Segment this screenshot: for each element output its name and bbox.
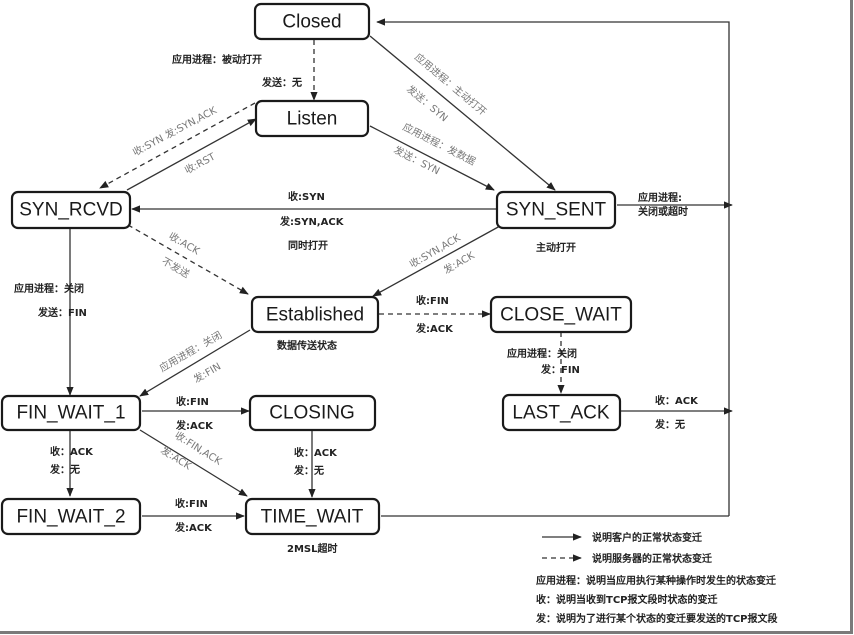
state-syn-sent-label: SYN_SENT [506,200,607,221]
label-closewait-lastack-app: 应用进程：关闭 [507,347,577,360]
label-synrcvd-established-recv: 收:ACK [167,229,203,257]
label-closed-synsent-send: 发送：SYN [404,82,451,124]
label-closing-timewait-recv: 收：ACK [294,446,338,459]
state-syn-rcvd: SYN_RCVD [10,190,132,230]
label-synsent-synrcvd-send: 发:SYN,ACK [279,215,345,228]
label-finwait1-closing-send: 发:ACK [175,419,214,432]
label-established-closewait-send: 发:ACK [415,322,454,335]
label-lastack-closed-recv: 收：ACK [655,394,699,407]
state-listen: Listen [254,99,370,138]
label-finwait2-timewait-recv: 收:FIN [175,497,208,510]
legend-app-text: 应用进程：说明当应用执行某种操作时发生的状态变迁 [536,574,776,587]
state-syn-sent: SYN_SENT [495,190,617,230]
state-syn-rcvd-label: SYN_RCVD [19,200,122,221]
state-fin-wait-1: FIN_WAIT_1 [0,394,142,432]
label-finwait1-finwait2-send: 发：无 [49,463,80,476]
label-established-finwait1-send: 发:FIN [191,360,223,386]
state-closed-label: Closed [282,12,341,33]
state-close-wait-label: CLOSE_WAIT [500,305,622,326]
legend-solid-text: 说明客户的正常状态变迁 [592,531,702,544]
edge-listen-synrcvd [99,102,256,189]
edge-synsent-established [372,225,501,297]
edge-listen-synsent [369,125,495,191]
label-synsent-closed-app: 应用进程: [638,191,682,204]
edge-return-bus [376,18,730,516]
edge-synrcvd-established [127,224,249,295]
label-synsent-synrcvd-recv: 收:SYN [288,190,325,203]
state-fin-wait-2-label: FIN_WAIT_2 [16,507,125,528]
label-synsent-closed-reason: 关闭或超时 [638,205,688,218]
state-listen-label: Listen [287,109,338,130]
label-established-closewait-recv: 收:FIN [416,294,449,307]
state-established-label: Established [266,305,364,326]
legend: 说明客户的正常状态变迁 说明服务器的正常状态变迁 应用进程：说明当应用执行某种操… [535,531,778,625]
label-finwait1-closing-recv: 收:FIN [176,395,209,408]
label-closewait-lastack-send: 发：FIN [540,363,580,376]
label-lastack-closed-send: 发：无 [654,418,685,431]
label-finwait1-finwait2-recv: 收：ACK [50,445,94,458]
label-closing-timewait-send: 发：无 [293,464,324,477]
label-simultaneous-open: 同时打开 [288,239,328,252]
legend-dashed-text: 说明服务器的正常状态变迁 [592,552,712,565]
state-last-ack: LAST_ACK [501,393,622,432]
state-closing-label: CLOSING [269,403,355,424]
edge-established-finwait1 [139,329,251,397]
legend-send-text: 发：说明为了进行某个状态的变迁要发送的TCP报文段 [535,612,778,625]
label-listen-synrcvd: 收:SYN 发:SYN,ACK [130,103,219,158]
state-time-wait-label: TIME_WAIT [261,507,364,528]
label-synrcvd-listen: 收:RST [182,149,218,176]
note-syn-sent: 主动打开 [536,241,576,254]
state-time-wait: TIME_WAIT [244,497,381,536]
state-fin-wait-1-label: FIN_WAIT_1 [16,403,125,424]
state-fin-wait-2: FIN_WAIT_2 [0,497,142,536]
state-closed: Closed [253,2,371,41]
label-closed-listen-app: 应用进程：被动打开 [172,53,262,66]
label-synrcvd-finwait1-app: 应用进程：关闭 [14,282,84,295]
state-established: Established [250,295,380,334]
label-synsent-established-send: 发:ACK [441,248,477,276]
state-closing: CLOSING [248,394,377,432]
legend-recv-text: 收：说明当收到TCP报文段时状态的变迁 [536,593,718,606]
label-finwait2-timewait-send: 发:ACK [174,521,213,534]
state-last-ack-label: LAST_ACK [512,403,609,424]
note-established: 数据传送状态 [277,339,337,352]
label-closed-listen-send: 发送：无 [261,76,302,89]
label-synrcvd-finwait1-send: 发送：FIN [37,306,87,319]
note-time-wait: 2MSL超时 [287,542,337,555]
edge-finwait1-timewait [139,429,248,497]
edge-closed-synsent [369,35,556,191]
edge-synrcvd-listen [126,118,257,191]
state-close-wait: CLOSE_WAIT [489,295,633,334]
